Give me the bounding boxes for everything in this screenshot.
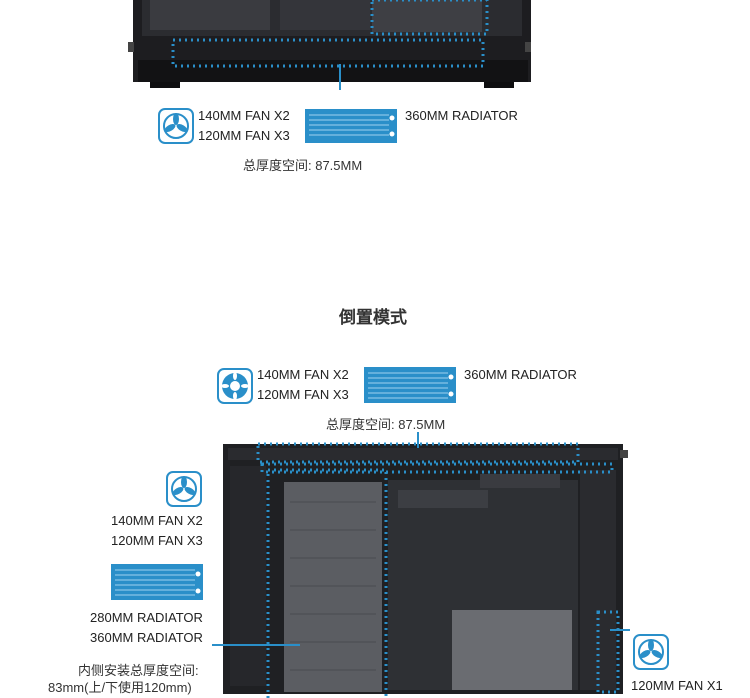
fan-icon	[158, 108, 194, 144]
radiator-icon	[364, 367, 456, 403]
radiator-label: 360MM RADIATOR	[405, 108, 518, 123]
section-title: 倒置模式	[339, 308, 407, 327]
side-fan-label-line1: 140MM FAN X2	[111, 513, 203, 528]
right-fan-label: 120MM FAN X1	[631, 678, 723, 693]
radiator-icon	[111, 564, 203, 600]
side-radiator-label-line1: 280MM RADIATOR	[90, 610, 203, 625]
fan-icon	[217, 368, 253, 404]
thickness-label: 总厚度空间: 87.5MM	[243, 158, 363, 173]
fan-icon	[633, 634, 669, 670]
fan-icon	[166, 471, 202, 507]
inverted-case-image	[212, 432, 630, 698]
top-fan-label-line2: 120MM FAN X3	[257, 387, 349, 402]
radiator-icon	[305, 109, 397, 143]
side-radiator-label-line2: 360MM RADIATOR	[90, 630, 203, 645]
top-fan-label-line1: 140MM FAN X2	[257, 367, 349, 382]
top-thickness-label: 总厚度空间: 87.5MM	[326, 417, 446, 432]
top-case-image	[128, 0, 531, 90]
fan-label-line2: 120MM FAN X3	[198, 128, 290, 143]
side-fan-label-line2: 120MM FAN X3	[111, 533, 203, 548]
top-radiator-label: 360MM RADIATOR	[464, 367, 577, 382]
inner-thickness-line1: 内侧安装总厚度空间:	[78, 663, 199, 678]
fan-label-line1: 140MM FAN X2	[198, 108, 290, 123]
